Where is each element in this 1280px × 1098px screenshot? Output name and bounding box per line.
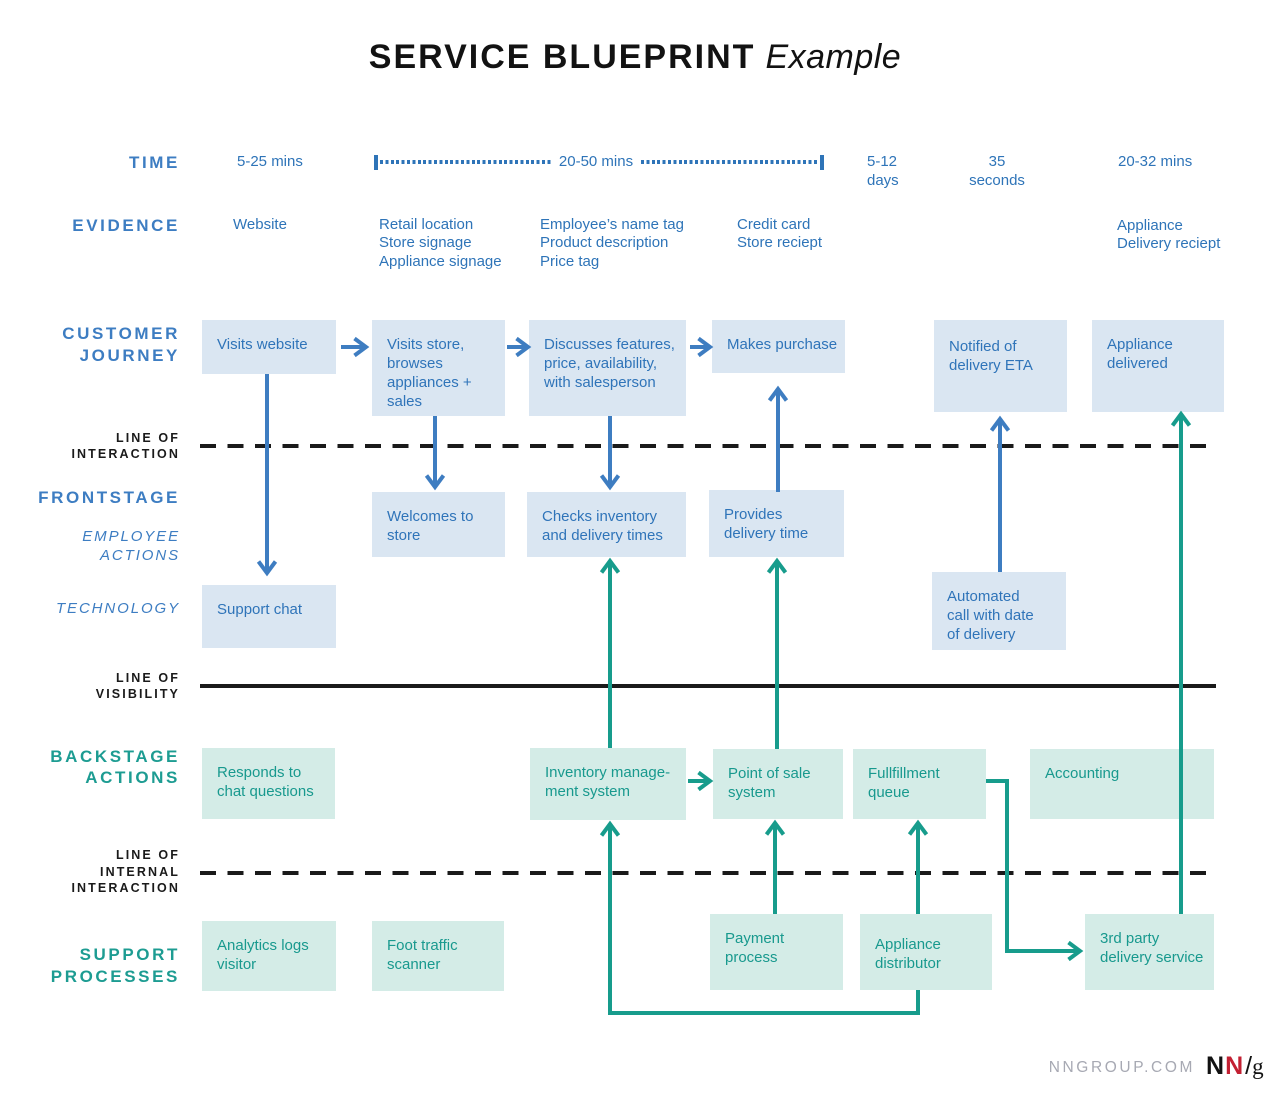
lane-label-backstage-actions: BACKSTAGE ACTIONS — [50, 747, 180, 787]
title-emphasis: Example — [765, 38, 902, 76]
node-foot-traffic-scanner: Foot traffic scanner — [372, 921, 504, 991]
evidence-evidence-employee: Employee’s name tag Product description … — [540, 215, 684, 270]
time-value-time-35-seconds: 35 seconds — [969, 153, 1025, 189]
evidence-evidence-credit: Credit card Store reciept — [737, 215, 823, 252]
node-responds-chat: Responds to chat questions — [202, 748, 335, 819]
arrowhead-third-party-to-appliance-delivered — [1170, 410, 1192, 427]
arrowhead-provides-time-to-makes-purchase — [767, 385, 789, 402]
nng-logo: NN/g — [1206, 1052, 1264, 1081]
evidence-evidence-retail: Retail location Store signage Appliance … — [379, 215, 502, 270]
bracket-bar-left — [374, 155, 378, 170]
node-accounting: Accounting — [1030, 749, 1214, 819]
arrowhead-visits-store-to-discusses — [515, 336, 532, 358]
node-label-welcomes-to-store: Welcomes to store — [387, 508, 474, 544]
lane-label-line-of-interaction: LINE OF INTERACTION — [71, 431, 180, 461]
evidence-evidence-appliance: Appliance Delivery reciept — [1117, 216, 1221, 253]
arrowhead-inventory-to-checks-inventory — [599, 557, 621, 574]
node-point-of-sale: Point of sale system — [713, 749, 843, 819]
arrowhead-automated-call-to-notified — [989, 415, 1011, 432]
node-label-support-chat: Support chat — [217, 601, 303, 618]
node-label-fullfillment-queue: Fullfillment queue — [868, 765, 940, 801]
lane-label-evidence: EVIDENCE — [72, 215, 180, 235]
node-label-payment-process: Payment process — [725, 930, 785, 966]
node-automated-call: Automated call with date of delivery — [932, 572, 1066, 650]
arrowhead-inventory-to-point-of-sale — [697, 770, 714, 792]
logo-letter-n2: N — [1225, 1052, 1244, 1080]
time-value-time-5-25-mins: 5-25 mins — [237, 153, 303, 170]
node-makes-purchase: Makes purchase — [712, 320, 845, 373]
arrow-distributor-to-inventory — [608, 824, 920, 1015]
node-third-party-delivery: 3rd party delivery service — [1085, 914, 1214, 990]
line-of-visibility-rule — [200, 684, 1216, 688]
line-of-internal-interaction-rule — [200, 870, 1216, 875]
arrowhead-visits-website-to-visits-store — [353, 336, 370, 358]
bracket-bar-right — [820, 155, 824, 170]
time-value-time-20-32-mins: 20-32 mins — [1118, 153, 1193, 170]
node-fullfillment-queue: Fullfillment queue — [853, 749, 986, 819]
node-label-visits-store: Visits store, browses appliances + sales — [387, 336, 472, 410]
lane-label-line-of-internal-interaction: LINE OF INTERNAL INTERACTION — [71, 848, 180, 895]
lane-label-frontstage: FRONTSTAGE — [38, 487, 180, 507]
arrow-fullfillment-to-third-party — [986, 779, 1080, 953]
lane-label-line-of-visibility: LINE OF VISIBILITY — [95, 671, 180, 701]
node-label-inventory-mgmt: Inventory manage- ment system — [545, 764, 671, 800]
node-provides-delivery-time: Provides delivery time — [709, 490, 844, 557]
line-of-interaction-rule — [200, 443, 1216, 448]
footer-site-url: NNGROUP.COM — [1048, 1059, 1195, 1076]
node-label-foot-traffic-scanner: Foot traffic scanner — [387, 937, 458, 973]
node-checks-inventory: Checks inventory and delivery times — [527, 492, 686, 557]
arrowhead-visits-store-to-welcomes — [424, 474, 446, 491]
time-value-time-5-12-days: 5-12 days — [867, 153, 899, 189]
node-label-automated-call: Automated call with date of delivery — [947, 588, 1034, 643]
node-label-third-party-delivery: 3rd party delivery service — [1100, 930, 1204, 966]
node-welcomes-to-store: Welcomes to store — [372, 492, 505, 557]
node-notified-delivery-eta: Notified of delivery ETA — [934, 320, 1067, 412]
node-appliance-delivered: Appliance delivered — [1092, 320, 1224, 412]
node-analytics-logs: Analytics logs visitor — [202, 921, 336, 991]
node-label-responds-chat: Responds to chat questions — [217, 764, 314, 800]
node-label-appliance-distributor: Appliance distributor — [875, 936, 941, 972]
lane-label-customer-journey: CUSTOMER JOURNEY — [62, 324, 180, 365]
node-label-point-of-sale: Point of sale system — [728, 765, 811, 801]
node-label-discusses-features: Discusses features, price, availability,… — [544, 336, 675, 391]
node-label-makes-purchase: Makes purchase — [727, 336, 838, 353]
bracket-dots-left — [380, 160, 551, 164]
node-payment-process: Payment process — [710, 914, 843, 990]
lane-label-technology: TECHNOLOGY — [55, 600, 180, 617]
lane-label-support-processes: SUPPORT PROCESSES — [50, 944, 180, 986]
node-label-provides-delivery-time: Provides delivery time — [724, 506, 809, 542]
node-label-notified-delivery-eta: Notified of delivery ETA — [949, 338, 1033, 374]
node-appliance-distributor: Appliance distributor — [860, 914, 992, 990]
node-discusses-features: Discusses features, price, availability,… — [529, 320, 686, 416]
arrowhead-payment-to-point-of-sale — [764, 819, 786, 836]
lane-label-employee-actions: EMPLOYEE ACTIONS — [82, 528, 180, 564]
arrowhead-discusses-to-makes-purchase — [697, 336, 714, 358]
arrowhead-discusses-to-checks-inventory — [599, 474, 621, 491]
node-inventory-mgmt: Inventory manage- ment system — [530, 748, 686, 820]
arrowhead-fullfillment-to-third-party — [1067, 940, 1084, 962]
node-label-checks-inventory: Checks inventory and delivery times — [542, 508, 663, 544]
arrowhead-point-of-sale-to-provides-time — [766, 557, 788, 574]
arrowhead-distributor-to-inventory — [599, 820, 621, 837]
evidence-evidence-website: Website — [233, 215, 287, 233]
node-label-analytics-logs: Analytics logs visitor — [217, 937, 309, 973]
node-visits-website: Visits website — [202, 320, 336, 374]
bracket-dots-right — [641, 160, 817, 164]
time-value-time-20-50-mins: 20-50 mins — [558, 153, 634, 170]
title-main: SERVICE BLUEPRINT — [368, 38, 756, 76]
lane-label-time: TIME — [128, 153, 180, 172]
arrowhead-distributor-to-fullfillment — [907, 819, 929, 836]
arrowhead-visits-website-to-support-chat — [256, 560, 278, 577]
logo-slash: / — [1245, 1052, 1253, 1080]
node-visits-store: Visits store, browses appliances + sales — [372, 320, 505, 416]
node-label-appliance-delivered: Appliance delivered — [1107, 336, 1173, 372]
logo-letter-n1: N — [1206, 1052, 1226, 1080]
node-label-accounting: Accounting — [1045, 765, 1120, 782]
node-support-chat: Support chat — [202, 585, 336, 648]
node-label-visits-website: Visits website — [217, 336, 308, 353]
logo-letter-g: g — [1252, 1054, 1264, 1079]
